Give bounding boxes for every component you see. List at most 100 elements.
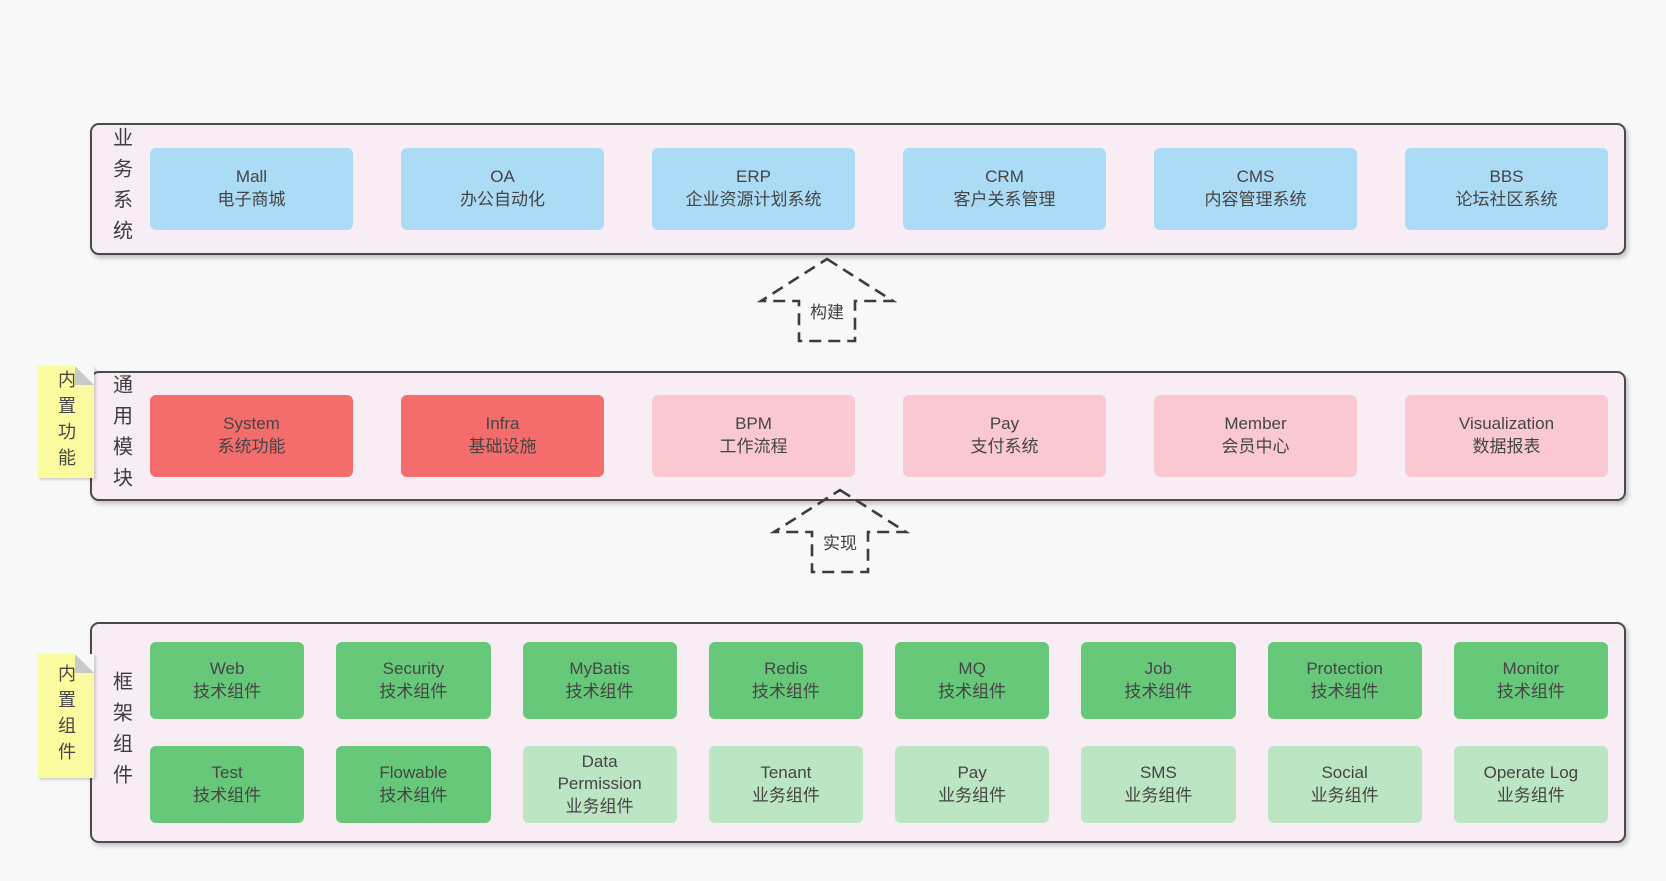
- box-title: SMS: [1139, 762, 1177, 782]
- box-title: CMS: [1236, 167, 1275, 187]
- box-redis: Redis 技术组件: [708, 642, 863, 719]
- box-subtitle: 技术组件: [938, 681, 1007, 701]
- box-mybatis: MyBatis 技术组件: [522, 642, 677, 719]
- box-title: MQ: [958, 658, 986, 678]
- box-subtitle: 技术组件: [751, 681, 820, 701]
- box-subtitle: 业务组件: [1124, 785, 1193, 805]
- box-subtitle: 工作流程: [719, 437, 788, 456]
- box-subtitle: 业务组件: [1496, 785, 1565, 805]
- box-subtitle: 论坛社区系统: [1455, 190, 1558, 209]
- box-subtitle: 技术组件: [379, 681, 448, 701]
- box-test: Test 技术组件: [150, 746, 305, 823]
- box-subtitle: 业务组件: [751, 785, 820, 805]
- box-title: OA: [490, 167, 515, 187]
- box-mall: Mall 电子商城: [150, 148, 353, 230]
- box-title: Test: [211, 762, 243, 782]
- layer-common-modules: 通用模块 System 系统功能 Infra 基础设施 BPM 工作流程 Pay 支付系统 Me…: [90, 371, 1626, 501]
- box-subtitle: 技术组件: [193, 785, 262, 805]
- box-subtitle: 客户关系管理: [953, 190, 1056, 209]
- box-protection: Protection 技术组件: [1267, 642, 1422, 719]
- box-title: Infra: [485, 414, 520, 434]
- build-arrow: 构建: [757, 255, 897, 345]
- sticky-note-built-in-components: 内置组件: [38, 654, 94, 778]
- implement-arrow: 实现: [770, 486, 910, 576]
- box-title: Data Permission: [557, 751, 642, 794]
- box-subtitle: 办公自动化: [460, 190, 545, 209]
- box-member: Member 会员中心: [1154, 395, 1357, 477]
- box-pay: Pay 支付系统: [903, 395, 1106, 477]
- box-subtitle: 数据报表: [1472, 437, 1541, 456]
- box-subtitle: 支付系统: [970, 437, 1039, 456]
- box-subtitle: 业务组件: [1310, 785, 1379, 805]
- folded-corner-icon: [75, 366, 94, 385]
- box-subtitle: 内容管理系统: [1204, 190, 1307, 209]
- box-title: Security: [382, 658, 445, 678]
- box-subtitle: 技术组件: [193, 681, 262, 701]
- box-subtitle: 业务组件: [565, 796, 634, 816]
- layer-label-common-modules: 通用模块: [92, 373, 150, 499]
- box-title: Redis: [764, 658, 808, 678]
- sticky-note-text: 内置功能: [56, 370, 76, 474]
- box-title: ERP: [736, 167, 771, 187]
- box-subtitle: 企业资源计划系统: [685, 190, 822, 209]
- box-mq: MQ 技术组件: [895, 642, 1050, 719]
- box-title: CRM: [985, 167, 1024, 187]
- box-title: Social: [1321, 762, 1368, 782]
- sticky-note-built-in-features: 内置功能: [38, 366, 94, 478]
- box-subtitle: 基础设施: [468, 437, 537, 456]
- box-title: Flowable: [379, 762, 448, 782]
- box-social: Social 业务组件: [1267, 746, 1422, 823]
- dashed-up-arrow-icon: [757, 257, 897, 343]
- box-grid-business-systems: Mall 电子商城 OA 办公自动化 ERP 企业资源计划系统 CRM 客户关系管理 CMS 内容…: [150, 125, 1624, 253]
- box-subtitle: 技术组件: [1496, 681, 1565, 701]
- box-bbs: BBS 论坛社区系统: [1405, 148, 1608, 230]
- box-title: MyBatis: [569, 658, 630, 678]
- box-title: Operate Log: [1483, 762, 1579, 782]
- box-title: Monitor: [1502, 658, 1560, 678]
- box-operate-log: Operate Log 业务组件: [1453, 746, 1608, 823]
- box-monitor: Monitor 技术组件: [1453, 642, 1608, 719]
- box-bpm: BPM 工作流程: [652, 395, 855, 477]
- box-subtitle: 电子商城: [217, 190, 286, 209]
- layer-label-text: 业务系统: [109, 127, 132, 251]
- box-title: System: [223, 414, 280, 434]
- box-oa: OA 办公自动化: [401, 148, 604, 230]
- layer-label-framework-components: 框架组件: [92, 624, 150, 841]
- box-title: Job: [1144, 658, 1173, 678]
- box-title: Pay: [989, 414, 1020, 434]
- dashed-up-arrow-icon: [770, 488, 910, 574]
- sticky-note-text: 内置组件: [56, 664, 76, 768]
- layer-label-text: 通用模块: [109, 374, 132, 498]
- layer-business-systems: 业务系统 Mall 电子商城 OA 办公自动化 ERP 企业资源计划系统 CRM 客户关系管理…: [90, 123, 1626, 255]
- box-cms: CMS 内容管理系统: [1154, 148, 1357, 230]
- box-title: BBS: [1489, 167, 1524, 187]
- box-subtitle: 技术组件: [1310, 681, 1379, 701]
- box-subtitle: 技术组件: [565, 681, 634, 701]
- box-subtitle: 系统功能: [217, 437, 286, 456]
- folded-corner-icon: [75, 654, 94, 673]
- box-subtitle: 会员中心: [1221, 437, 1290, 456]
- layer-label-text: 框架组件: [109, 670, 132, 795]
- box-title: Tenant: [760, 762, 812, 782]
- build-arrow-label: 构建: [806, 297, 848, 324]
- box-title: Member: [1224, 414, 1287, 434]
- box-system: System 系统功能: [150, 395, 353, 477]
- box-title: Mall: [235, 167, 268, 187]
- box-crm: CRM 客户关系管理: [903, 148, 1106, 230]
- box-subtitle: 技术组件: [1124, 681, 1193, 701]
- box-erp: ERP 企业资源计划系统: [652, 148, 855, 230]
- box-subtitle: 业务组件: [938, 785, 1007, 805]
- implement-arrow-label: 实现: [819, 528, 861, 555]
- box-tenant: Tenant 业务组件: [708, 746, 863, 823]
- box-title: Protection: [1306, 658, 1383, 678]
- box-grid-common-modules: System 系统功能 Infra 基础设施 BPM 工作流程 Pay 支付系统 Member 会…: [150, 373, 1624, 499]
- box-infra: Infra 基础设施: [401, 395, 604, 477]
- layer-label-business-systems: 业务系统: [92, 125, 150, 253]
- box-title: BPM: [735, 414, 772, 434]
